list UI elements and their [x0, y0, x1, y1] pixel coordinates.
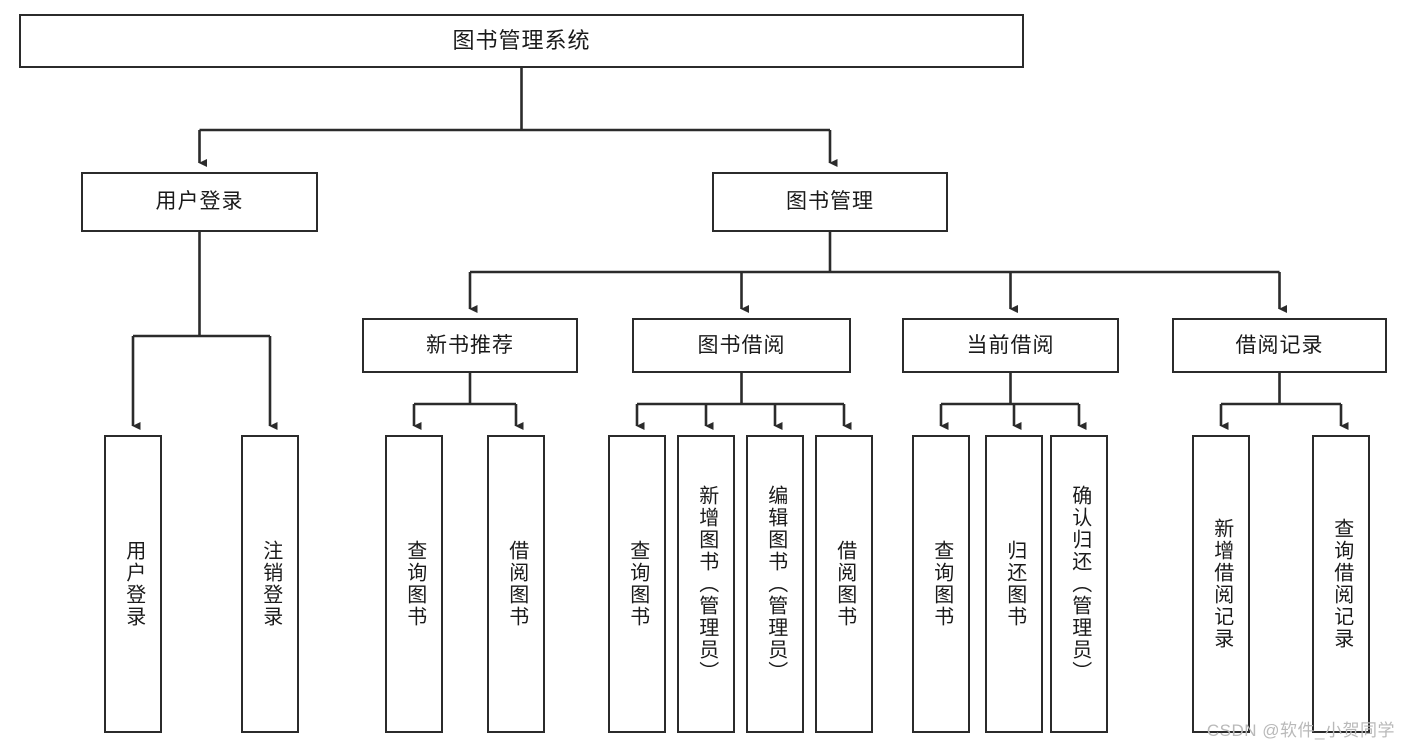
node-leaf-query-book-current[interactable]: 查询图书 — [912, 435, 970, 733]
node-book-borrow[interactable]: 图书借阅 — [632, 318, 851, 373]
watermark: CSDN @软件_小贺同学 — [1206, 721, 1395, 740]
node-leaf-return-book[interactable]: 归还图书 — [985, 435, 1043, 733]
node-current-borrow[interactable]: 当前借阅 — [902, 318, 1119, 373]
node-label: 查询借阅记录 — [1330, 518, 1353, 650]
node-leaf-user-login[interactable]: 用户登录 — [104, 435, 162, 733]
node-label: 新增借阅记录 — [1210, 518, 1233, 650]
node-label: 查询图书 — [626, 540, 649, 628]
node-borrow-record[interactable]: 借阅记录 — [1172, 318, 1387, 373]
node-label: 借阅记录 — [1235, 333, 1324, 357]
node-label: 编辑图书（管理员） — [764, 485, 787, 683]
node-label: 借阅图书 — [505, 540, 528, 628]
node-label: 图书管理系统 — [452, 27, 591, 53]
node-label: 注销登录 — [259, 540, 282, 628]
node-root-book-management-system[interactable]: 图书管理系统 — [19, 14, 1024, 68]
node-label: 确认归还（管理员） — [1068, 485, 1091, 683]
node-leaf-borrow-book-recommend[interactable]: 借阅图书 — [487, 435, 545, 733]
node-label: 归还图书 — [1003, 540, 1026, 628]
node-leaf-add-book-admin[interactable]: 新增图书（管理员） — [677, 435, 735, 733]
node-label: 图书管理 — [786, 190, 874, 214]
node-leaf-query-book-recommend[interactable]: 查询图书 — [385, 435, 443, 733]
node-leaf-query-book-borrow[interactable]: 查询图书 — [608, 435, 666, 733]
node-book-management[interactable]: 图书管理 — [712, 172, 948, 232]
node-leaf-add-borrow-record[interactable]: 新增借阅记录 — [1192, 435, 1250, 733]
node-label: 当前借阅 — [966, 333, 1055, 357]
node-label: 新增图书（管理员） — [695, 485, 718, 683]
node-label: 查询图书 — [930, 540, 953, 628]
node-label: 图书借阅 — [697, 333, 786, 357]
node-label: 用户登录 — [122, 540, 145, 628]
node-label: 查询图书 — [403, 540, 426, 628]
node-new-book-recommend[interactable]: 新书推荐 — [362, 318, 578, 373]
node-leaf-user-logout[interactable]: 注销登录 — [241, 435, 299, 733]
node-label: 借阅图书 — [833, 540, 856, 628]
node-leaf-borrow-book[interactable]: 借阅图书 — [815, 435, 873, 733]
node-label: 新书推荐 — [426, 333, 514, 357]
node-leaf-confirm-return-admin[interactable]: 确认归还（管理员） — [1050, 435, 1108, 733]
node-user-login[interactable]: 用户登录 — [81, 172, 318, 232]
node-leaf-edit-book-admin[interactable]: 编辑图书（管理员） — [746, 435, 804, 733]
node-label: 用户登录 — [155, 190, 244, 214]
node-leaf-query-borrow-record[interactable]: 查询借阅记录 — [1312, 435, 1370, 733]
